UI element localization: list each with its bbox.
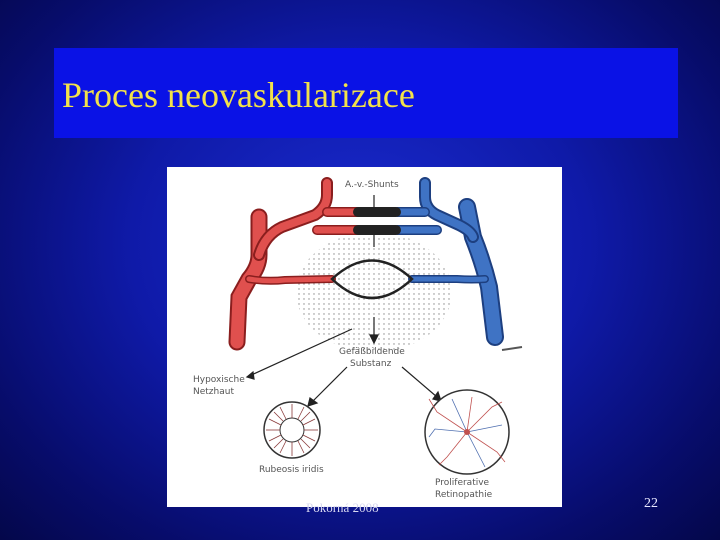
- artery: [228, 177, 382, 351]
- diagram-svg: A.-v.-Shunts Gefäßbildende Substanz Hypo…: [193, 177, 523, 500]
- capillary-loop: [330, 259, 414, 300]
- title-box: Proces neovaskularizace: [54, 48, 678, 138]
- arrows: [245, 195, 442, 407]
- label-substance-line2: Substanz: [350, 359, 392, 369]
- label-retina-line2: Netzhaut: [193, 387, 234, 397]
- label-prolif-line1: Proliferative: [435, 478, 490, 488]
- label-retina-line1: Hypoxische: [193, 375, 245, 385]
- av-shunts: [353, 207, 401, 235]
- label-substance-line1: Gefäßbildende: [339, 347, 405, 357]
- page-number: 22: [644, 496, 658, 511]
- vein: [392, 177, 504, 346]
- hypoxic-zone: [296, 232, 452, 352]
- proliferative-retinopathy-illustration: [424, 389, 510, 475]
- label-prolif-line2: Retinopathie: [435, 490, 493, 500]
- slide-title: Proces neovaskularizace: [62, 75, 415, 115]
- footer-text: Pokorná 2008: [306, 500, 379, 515]
- rubeosis-iridis-illustration: [263, 401, 321, 459]
- neovascularization-figure: A.-v.-Shunts Gefäßbildende Substanz Hypo…: [167, 167, 562, 507]
- label-rubeosis: Rubeosis iridis: [259, 465, 324, 475]
- label-av-shunts: A.-v.-Shunts: [345, 180, 399, 190]
